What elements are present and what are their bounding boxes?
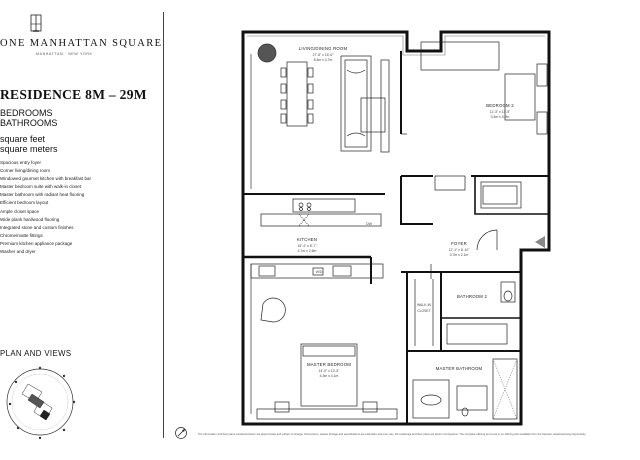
kitchen-label: KITCHEN bbox=[297, 237, 317, 242]
residence-title: RESIDENCE 8M – 29M bbox=[0, 87, 147, 102]
walkin-closet-label-1: WALK-IN bbox=[417, 303, 432, 307]
dishwasher-label: DW bbox=[366, 222, 372, 226]
kitchen-dim-ft: 15'-4" x 8'-7" bbox=[298, 244, 318, 248]
living-dining-dim-m: 8.4m x 4.7m bbox=[314, 58, 333, 62]
feature-item: Chrome/matte fittings bbox=[0, 232, 43, 238]
feature-item: Master bedroom suite with walk-in closet bbox=[0, 184, 82, 190]
feature-item: Wide plank hardwood flooring bbox=[0, 216, 60, 222]
foyer-label: FOYER bbox=[451, 241, 467, 246]
feature-item: Corner living/dining room bbox=[0, 168, 51, 174]
master-bedroom-label: MASTER BEDROOM bbox=[307, 362, 351, 367]
building-logo-icon bbox=[30, 14, 42, 32]
bathroom2-label: BATHROOM 2 bbox=[457, 294, 488, 299]
features-list: Spacious entry foyer Corner living/dinin… bbox=[0, 159, 162, 256]
key-plan-map bbox=[6, 366, 76, 440]
bedroom2-dim-m: 3.4m x 4.2m bbox=[491, 115, 510, 119]
master-bedroom-dim-m: 4.3m x 4.1m bbox=[320, 374, 339, 378]
bedrooms-count: BEDROOMS bbox=[0, 108, 53, 118]
feature-item: Integrated stone and custom finishes bbox=[0, 224, 74, 230]
feature-item: Ample closet space bbox=[0, 208, 40, 214]
square-meters: square meters bbox=[0, 144, 58, 154]
washer-dryer-label: W/D bbox=[316, 270, 323, 274]
plan-and-views-label: PLAN AND VIEWS bbox=[0, 349, 72, 358]
bathrooms-count: BATHROOMS bbox=[0, 118, 58, 128]
legal-disclaimer: The information and floor plans containe… bbox=[198, 433, 587, 436]
living-dining-dim-ft: 27'-8" x 15'-6" bbox=[313, 53, 335, 57]
master-bedroom-dim-ft: 14'-0" x 13'-5" bbox=[319, 369, 341, 373]
bedroom2-dim-ft: 11'-3" x 13'-9" bbox=[490, 110, 511, 114]
feature-item: Washer and dryer bbox=[0, 249, 36, 255]
foyer-dim-m: 3.7m x 2.1m bbox=[450, 253, 469, 257]
exterior-wall bbox=[241, 30, 551, 426]
master-bath-wall bbox=[406, 350, 521, 424]
vertical-divider bbox=[163, 12, 164, 438]
feature-item: Efficient bedroom layout bbox=[0, 200, 49, 206]
brand-name: ONE MANHATTAN SQUARE bbox=[0, 38, 163, 49]
living-dining-label: LIVING/DINING ROOM bbox=[299, 46, 348, 51]
kitchen-dim-m: 4.7m x 2.6m bbox=[298, 249, 317, 253]
sidebar: ONE MANHATTAN SQUARE MANHATTAN · NEW YOR… bbox=[0, 0, 165, 460]
square-feet: square feet bbox=[0, 134, 46, 144]
closet-walls bbox=[406, 272, 442, 351]
feature-item: Spacious entry foyer bbox=[0, 160, 42, 165]
walkin-closet-label-2: CLOSET bbox=[417, 309, 431, 313]
floor-plan: DW W/D bbox=[241, 30, 551, 426]
brand-subtitle: MANHATTAN · NEW YORK bbox=[36, 52, 93, 56]
foyer-dim-ft: 12'-1" x 6'-10" bbox=[449, 248, 471, 252]
north-arrow-icon bbox=[175, 427, 187, 439]
feature-item: Master bathroom with radiant heat floori… bbox=[0, 192, 85, 198]
feature-item: Windowed gourmet kitchen with breakfast … bbox=[0, 176, 92, 182]
master-bathroom-label: MASTER BATHROOM bbox=[436, 366, 483, 371]
feature-item: Premium kitchen appliance package bbox=[0, 240, 73, 246]
bedroom2-label: BEDROOM 2 bbox=[486, 103, 514, 108]
